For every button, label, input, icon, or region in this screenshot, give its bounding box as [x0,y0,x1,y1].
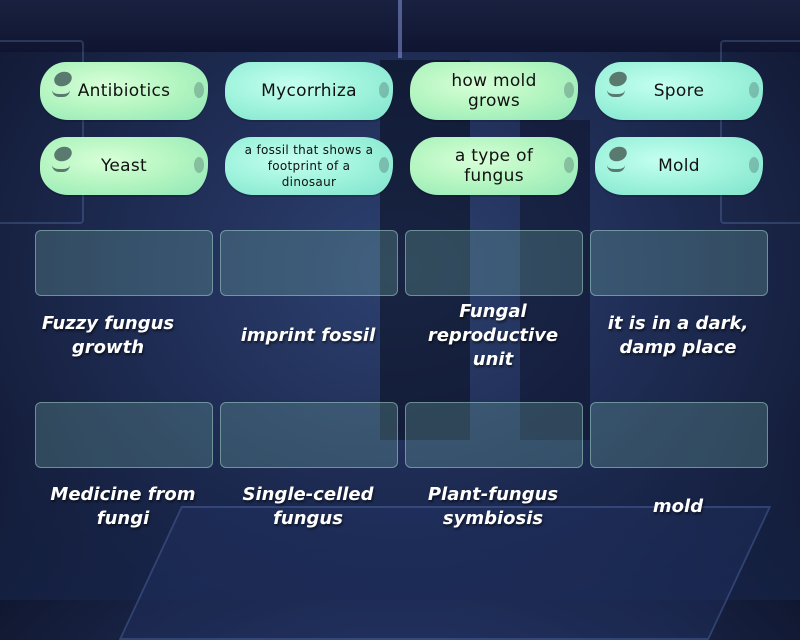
drop-zone-7[interactable] [405,402,583,468]
tile-type-of-fungus[interactable]: a type of fungus [410,137,578,195]
ceiling [0,0,800,52]
drop-zone-3[interactable] [405,230,583,296]
target-label: Plant-fungus symbiosis [427,484,559,529]
tile-label: Spore [653,81,705,101]
ghost-tail-icon [379,157,389,173]
chandelier [398,0,402,58]
drop-zone-1[interactable] [35,230,213,296]
ghost-mouth-icon [52,90,70,97]
tile-label: Yeast [100,156,148,176]
target-label: Fungal reproductive unit [427,301,559,370]
target-label: mold [652,496,704,517]
tile-spore[interactable]: Spore [595,62,763,120]
ghost-tail-icon [194,82,204,98]
drop-zone-4[interactable] [590,230,768,296]
tile-label: Mycorrhiza [261,81,357,101]
ghost-mouth-icon [52,165,70,172]
ghost-mouth-icon [607,165,625,172]
ghost-eye-icon [52,144,74,164]
ghost-tail-icon [194,157,204,173]
ghost-tail-icon [749,82,759,98]
ghost-tail-icon [564,157,574,173]
tile-label: Mold [658,156,700,176]
ghost-tail-icon [749,157,759,173]
drop-zone-5[interactable] [35,402,213,468]
drop-zone-8[interactable] [590,402,768,468]
ghost-tail-icon [379,82,389,98]
tile-label: a fossil that shows a footprint of a din… [244,143,374,189]
tile-mycorrhiza[interactable]: Mycorrhiza [225,62,393,120]
ghost-tail-icon [564,82,574,98]
tile-label: how mold grows [451,71,537,111]
tile-label: Antibiotics [77,81,171,101]
tile-yeast[interactable]: Yeast [40,137,208,195]
tile-how-mold-grows[interactable]: how mold grows [410,62,578,120]
tile-fossil-footprint[interactable]: a fossil that shows a footprint of a din… [225,137,393,195]
drop-zone-6[interactable] [220,402,398,468]
ghost-eye-icon [607,144,629,164]
tile-antibiotics[interactable]: Antibiotics [40,62,208,120]
tile-mold[interactable]: Mold [595,137,763,195]
target-label: it is in a dark, damp place [607,313,749,358]
target-label: Fuzzy fungus growth [41,313,175,358]
ghost-eye-icon [607,69,629,89]
ghost-mouth-icon [607,90,625,97]
drop-zone-2[interactable] [220,230,398,296]
target-label: Single-celled fungus [242,484,374,529]
target-label: Medicine from fungi [50,484,196,529]
target-label: imprint fossil [240,325,376,346]
tile-label: a type of fungus [454,146,534,186]
